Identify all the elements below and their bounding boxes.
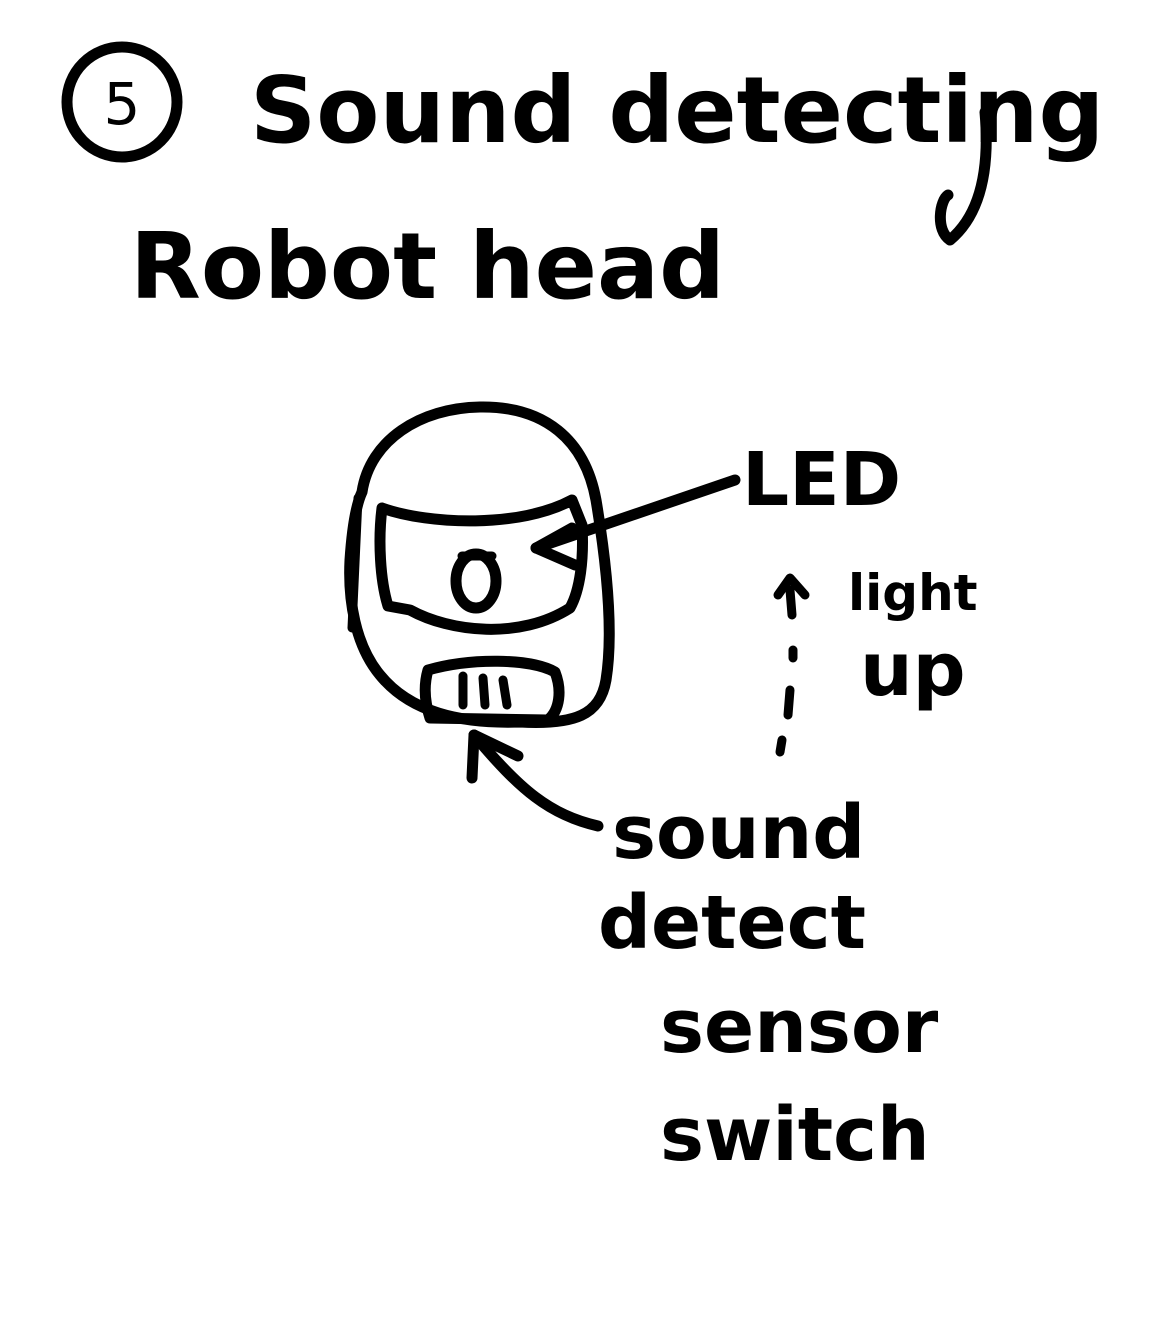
light-up-indicator <box>778 578 805 752</box>
head-left-edge <box>352 498 358 628</box>
sensor-label-line-1: sound <box>612 790 865 876</box>
title-line-1: Sound detecting <box>250 57 1104 164</box>
light-up-dash-4 <box>780 740 782 752</box>
light-label-line-2: up <box>860 627 966 713</box>
sensor-grill-line-3 <box>503 680 507 705</box>
title-number: 5 <box>104 70 141 138</box>
title-number-badge: 5 <box>67 47 177 157</box>
sensor-label-line-4: switch <box>660 1092 930 1178</box>
led-arrow-shaft <box>536 480 735 548</box>
light-up-dash-1 <box>790 590 792 615</box>
sensor-arrow <box>472 735 598 826</box>
led-icon <box>456 554 496 608</box>
light-up-dash-3 <box>788 690 790 715</box>
sensor-label-line-3: sensor <box>660 984 939 1070</box>
led-label: LED <box>742 437 901 523</box>
sensor-grill-line-2 <box>483 678 485 705</box>
light-label-line-1: light <box>848 564 978 622</box>
title-line-2: Robot head <box>130 213 725 320</box>
led-arrow <box>536 480 735 565</box>
sensor-label-line-2: detect <box>598 880 866 966</box>
